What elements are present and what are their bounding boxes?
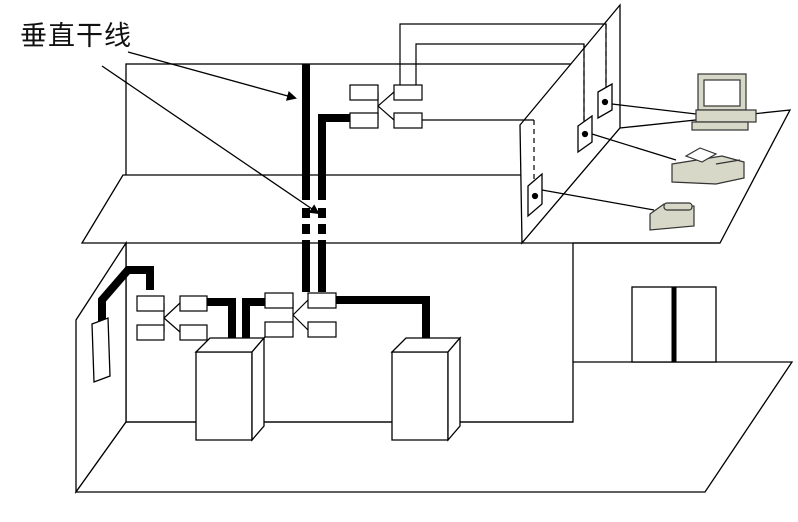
telephone-icon xyxy=(649,202,695,231)
arrow-to-floor-crossing xyxy=(101,65,320,215)
upper-floor-slab xyxy=(80,174,586,244)
upper-network-switches xyxy=(349,84,423,129)
network-switch-icon xyxy=(179,324,208,341)
server-cabinet-icon xyxy=(194,336,266,442)
label-arrows xyxy=(101,51,320,215)
network-switch-icon xyxy=(264,321,294,338)
vertical-backbone-label: 垂直干线 xyxy=(20,21,132,52)
device-cables xyxy=(541,103,697,211)
door-icon xyxy=(631,286,717,363)
vertical-backbone-cable xyxy=(98,64,430,338)
network-switch-icon xyxy=(136,295,165,312)
wall-outlet-icon xyxy=(527,172,543,218)
network-switch-icon xyxy=(307,292,337,309)
network-switch-icon xyxy=(136,324,165,341)
network-switch-icon xyxy=(349,84,379,101)
arrow-to-upper-backbone xyxy=(127,51,297,101)
fax-icon xyxy=(671,147,745,185)
wall-outlet-icon xyxy=(577,114,593,154)
computer-icon xyxy=(691,73,757,131)
wall-outlets xyxy=(527,82,613,218)
lower-network-switches-center xyxy=(264,292,337,338)
network-switch-icon xyxy=(349,112,379,129)
horizontal-cabling xyxy=(399,23,607,180)
network-switch-icon xyxy=(307,321,337,338)
network-switch-icon xyxy=(393,112,423,129)
wall-panel-icon xyxy=(91,317,111,383)
network-switch-icon xyxy=(393,84,423,101)
network-switch-icon xyxy=(264,292,294,309)
lower-network-switches-left xyxy=(136,295,208,341)
wall-outlet-icon xyxy=(597,82,613,120)
network-switch-icon xyxy=(179,295,208,312)
server-cabinet-icon xyxy=(390,336,462,442)
